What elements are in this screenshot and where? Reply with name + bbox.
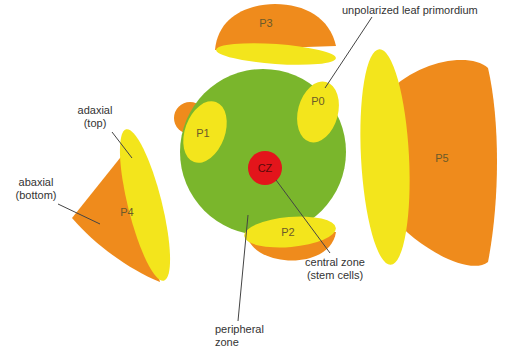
callout-label: unpolarized leaf primordium [342, 4, 528, 17]
adaxial-region [175, 95, 234, 169]
adaxial-region [110, 125, 181, 285]
callout-label: adaxial (top) [66, 104, 124, 129]
primordium-label: P1 [196, 127, 209, 139]
node-name: P3 [259, 17, 272, 29]
primordium [291, 77, 346, 147]
primordium-label: P2 [281, 226, 294, 238]
leader-line [112, 132, 132, 158]
primordium-label: P4 [120, 206, 133, 218]
adaxial-region [243, 213, 337, 251]
leader-line [238, 215, 248, 321]
primordium-label: P3 [259, 17, 272, 29]
callout-label: abaxial (bottom) [6, 176, 66, 201]
adaxial-region [215, 40, 336, 68]
node-name: P4 [120, 206, 133, 218]
node-name: CZ [258, 162, 273, 174]
primordium-label: P0 [311, 95, 324, 107]
callout-label: peripheral zone [215, 323, 279, 348]
node-name: P2 [281, 226, 294, 238]
leader-line [325, 17, 372, 88]
callout-label: central zone (stem cells) [292, 256, 378, 281]
node-name: P1 [196, 127, 209, 139]
adaxial-region [355, 48, 414, 266]
leader-line [276, 180, 330, 253]
node-name: P5 [435, 152, 448, 164]
abaxial-region [215, 4, 336, 50]
primordium-label: P5 [435, 152, 448, 164]
central-zone [248, 151, 282, 185]
leader-line [58, 204, 100, 224]
primordium-label: CZ [258, 162, 273, 174]
node-name: P0 [311, 95, 324, 107]
